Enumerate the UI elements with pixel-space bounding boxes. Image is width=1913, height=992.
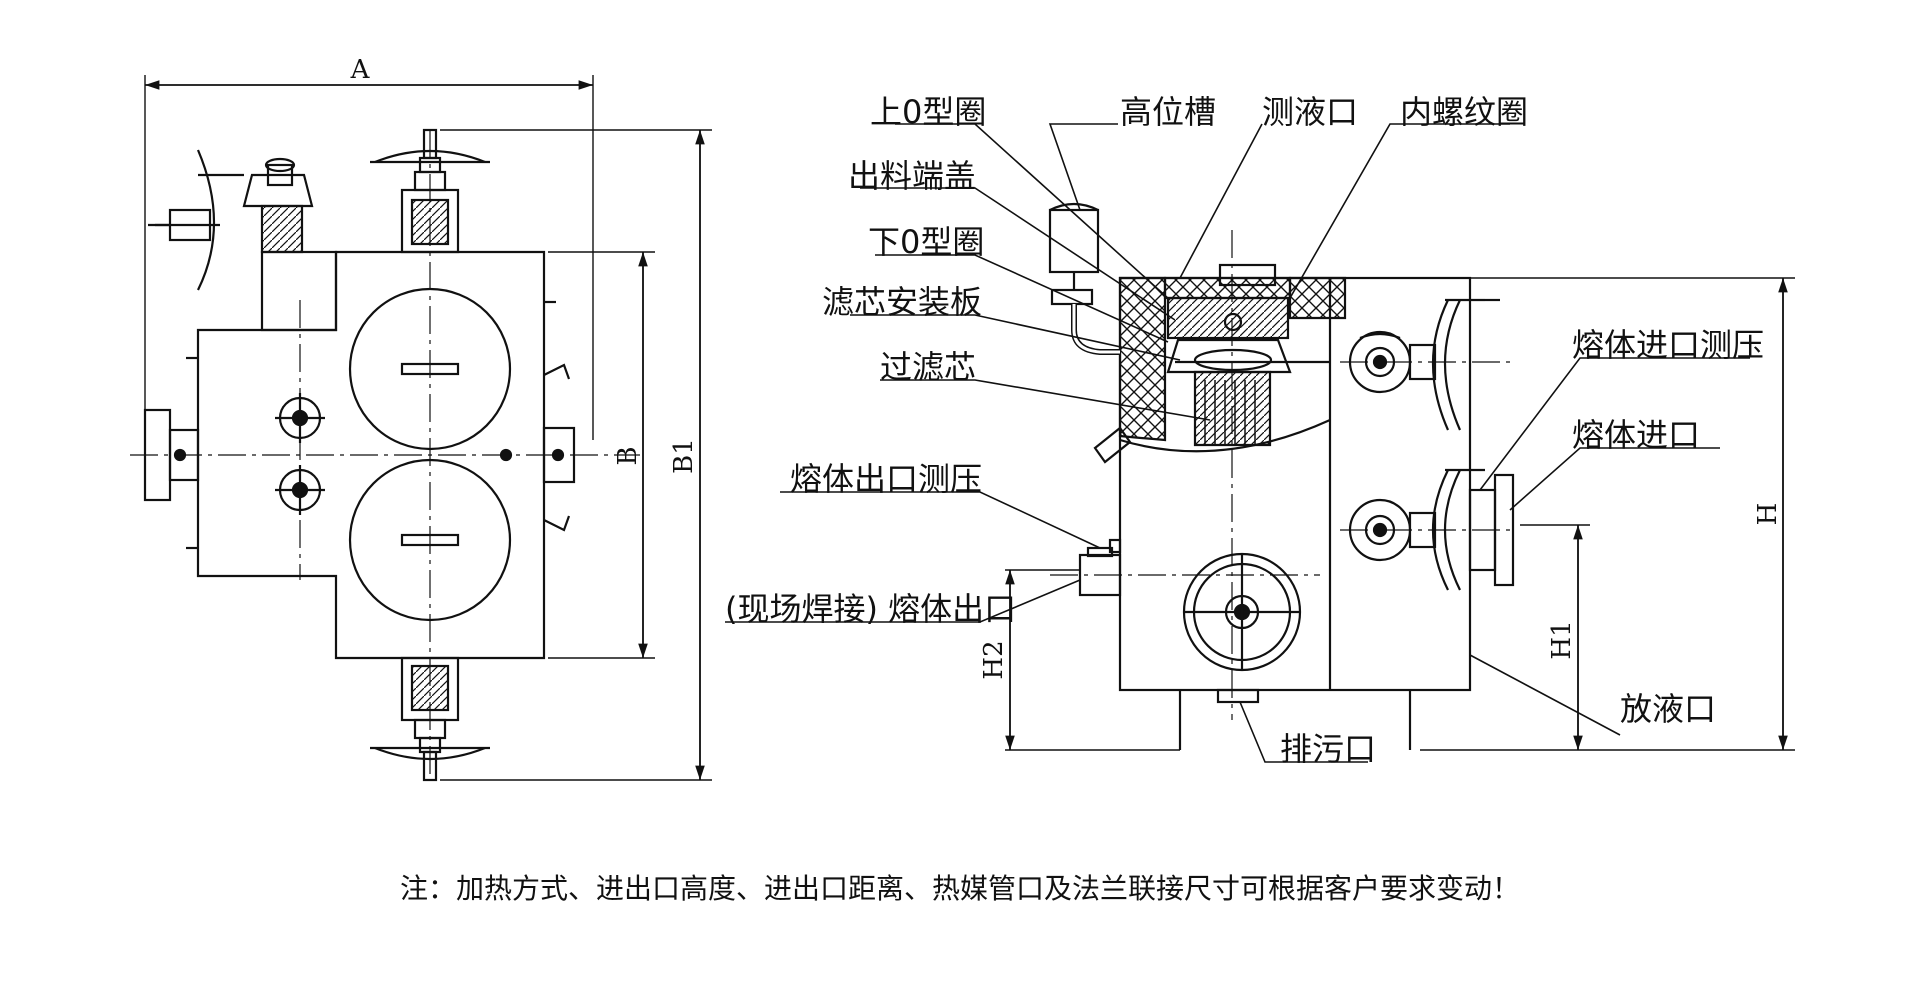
dim-h: H — [1753, 503, 1783, 526]
right-view — [725, 123, 1795, 763]
high-level-tank — [1048, 202, 1120, 355]
label-outlet-cover: 出料端盖 — [848, 157, 976, 195]
sewage-outlet — [1216, 688, 1260, 704]
label-filter-core: 过滤芯 — [880, 348, 976, 386]
dim-h1: H1 — [1547, 620, 1577, 659]
label-core-mount-plate: 滤芯安装板 — [822, 283, 982, 321]
label-melt-inlet: 熔体进口 — [1572, 416, 1700, 454]
left-valve-housing — [260, 250, 338, 332]
label-melt-inlet-pressure: 熔体进口测压 — [1572, 326, 1764, 364]
leader-lines — [725, 123, 1750, 763]
bottom-handwheel — [1182, 552, 1302, 672]
label-high-tank: 高位槽 — [1120, 93, 1216, 131]
right-body-outline — [1118, 276, 1472, 692]
dim-a: A — [350, 55, 371, 85]
left-view — [130, 75, 712, 782]
dim-b1: B1 — [669, 438, 699, 474]
small-handwheel-upper — [275, 393, 325, 443]
label-upper-o-ring: 上0型圈 — [870, 93, 986, 131]
outlet-end-cover — [1218, 263, 1277, 287]
left-handwheel-valve — [148, 149, 314, 291]
label-lower-o-ring: 下0型圈 — [868, 223, 984, 261]
label-level-port: 测液口 — [1262, 93, 1358, 131]
label-sewage-port: 排污口 — [1280, 730, 1376, 768]
right-outlet-stub — [542, 426, 576, 484]
bottom-valve-assembly — [370, 656, 490, 782]
left-inlet-flange — [143, 408, 172, 502]
label-inner-thread-ring: 内螺纹圈 — [1400, 93, 1528, 131]
inlet-valve-upper — [1348, 298, 1500, 431]
dim-h2: H2 — [979, 640, 1009, 679]
label-drain-port: 放液口 — [1620, 690, 1716, 728]
top-valve-assembly — [370, 128, 490, 254]
dim-b: B — [613, 446, 643, 465]
small-handwheel-lower — [275, 465, 325, 515]
footnote: 注：加热方式、进出口高度、进出口距离、热媒管口及法兰联接尺寸可根据客户要求变动！ — [400, 872, 1520, 905]
label-melt-outlet: (现场焊接) 熔体出口 — [725, 590, 1016, 628]
label-melt-outlet-pressure: 熔体出口测压 — [790, 460, 982, 498]
